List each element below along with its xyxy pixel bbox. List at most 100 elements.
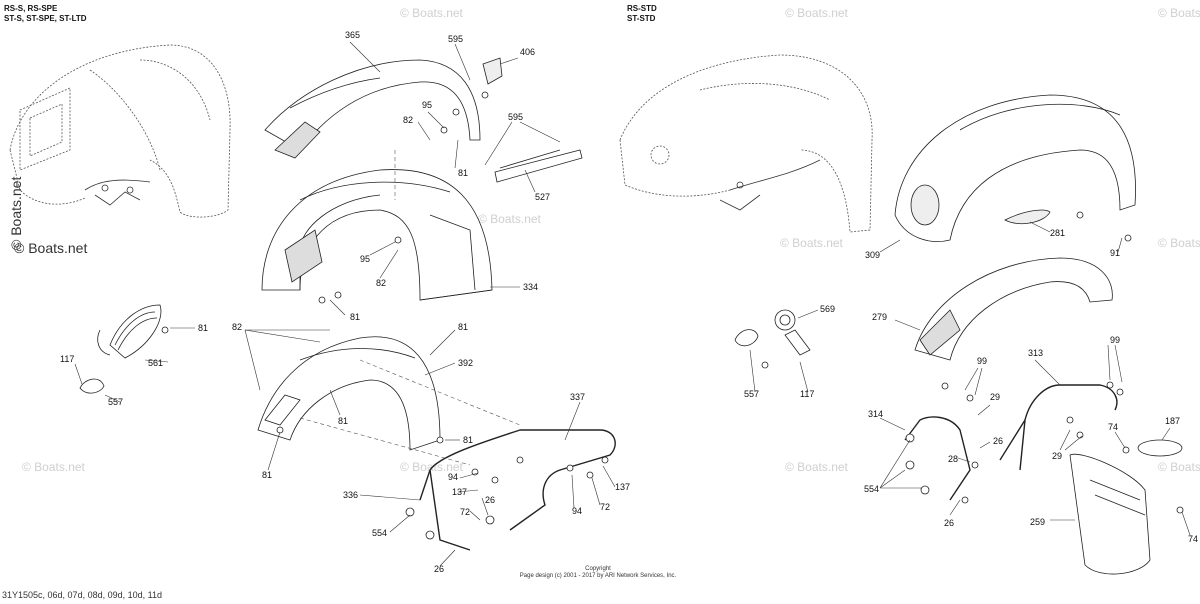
part-callout-26: 26 — [993, 436, 1003, 446]
callout-leaders — [74, 41, 1191, 567]
part-569-tail-light-right — [774, 309, 811, 356]
watermark: © Boats.net — [400, 6, 463, 20]
part-callout-554: 554 — [864, 484, 879, 494]
part-callout-81: 81 — [198, 323, 208, 333]
part-callout-74: 74 — [1108, 422, 1118, 432]
part-callout-406: 406 — [520, 47, 535, 57]
part-527-strip — [494, 149, 583, 183]
part-callout-26: 26 — [944, 518, 954, 528]
part-557-grommet-left — [79, 378, 105, 394]
variant-header-left-line2: ST-S, ST-SPE, ST-LTD — [4, 14, 87, 23]
variant-header-right: RS-STD ST-STD — [627, 4, 657, 24]
part-callout-309: 309 — [865, 250, 880, 260]
wiring-harness-right — [719, 159, 821, 211]
part-callout-561: 561 — [148, 358, 163, 368]
part-callout-72: 72 — [600, 502, 610, 512]
part-callout-569: 569 — [820, 304, 835, 314]
part-334-rear-fender — [261, 169, 493, 301]
part-259-side-panel — [1069, 453, 1151, 575]
part-callout-281: 281 — [1050, 228, 1065, 238]
part-callout-72: 72 — [460, 507, 470, 517]
part-callout-95: 95 — [360, 254, 370, 264]
part-406-reflector — [482, 57, 503, 85]
part-callout-137: 137 — [615, 482, 630, 492]
part-callout-99: 99 — [1110, 335, 1120, 345]
part-callout-279: 279 — [872, 312, 887, 322]
part-callout-74: 74 — [1188, 534, 1198, 544]
part-309-fender — [894, 94, 1136, 242]
diagram-code: 31Y1505c, 06d, 07d, 08d, 09d, 10d, 11d — [2, 590, 162, 600]
copyright-line2: Page design (c) 2001 - 2017 by ARI Netwo… — [519, 573, 677, 579]
part-callout-336: 336 — [343, 490, 358, 500]
part-callout-557: 557 — [744, 389, 759, 399]
watermark: © Boats.net — [22, 460, 85, 474]
part-callout-314: 314 — [868, 409, 883, 419]
part-callout-81: 81 — [458, 168, 468, 178]
part-callout-94: 94 — [448, 472, 458, 482]
part-callout-137: 137 — [452, 487, 467, 497]
part-callout-527: 527 — [535, 192, 550, 202]
part-337-support-rail — [419, 429, 616, 551]
variant-header-right-line2: ST-STD — [627, 14, 656, 23]
part-callout-29: 29 — [990, 392, 1000, 402]
part-557-gasket-right — [734, 329, 759, 347]
part-callout-365: 365 — [345, 30, 360, 40]
variant-header-right-line1: RS-STD — [627, 4, 657, 13]
hardware-bolts — [161, 91, 1184, 540]
fender-assembly-dotted-right — [619, 54, 873, 233]
part-callout-26: 26 — [485, 495, 495, 505]
part-callout-117: 117 — [60, 354, 74, 364]
part-392-inner-fender — [257, 336, 441, 451]
part-callout-117: 117 — [800, 389, 814, 399]
part-callout-26: 26 — [434, 564, 444, 574]
part-561-tail-light — [97, 304, 162, 359]
watermark: © Boats.net — [1158, 236, 1200, 250]
part-callout-334: 334 — [523, 282, 538, 292]
part-314-left-rail — [904, 416, 971, 501]
watermark: © Boats.net — [1158, 460, 1200, 474]
part-callout-313: 313 — [1028, 348, 1043, 358]
watermark: © Boats.net — [400, 460, 463, 474]
variant-header-left-line1: RS-S, RS-SPE — [4, 4, 58, 13]
variant-header-left: RS-S, RS-SPE ST-S, ST-SPE, ST-LTD — [4, 4, 87, 24]
part-279-inner-fender — [914, 257, 1113, 361]
part-callout-81: 81 — [338, 416, 348, 426]
wiring-harness-left — [84, 179, 151, 206]
part-365-fender-rail — [264, 59, 481, 159]
watermark: © Boats.net — [780, 236, 843, 250]
watermark: © Boats.net — [1158, 6, 1200, 20]
part-callout-81: 81 — [350, 312, 360, 322]
part-callout-337: 337 — [570, 392, 585, 402]
part-callout-81: 81 — [463, 435, 473, 445]
part-callout-595: 595 — [508, 112, 523, 122]
part-callout-82: 82 — [403, 115, 413, 125]
part-callout-81: 81 — [262, 470, 272, 480]
part-callout-259: 259 — [1030, 517, 1045, 527]
part-callout-557: 557 — [108, 397, 123, 407]
part-187-reflector — [1137, 439, 1183, 457]
part-callout-95: 95 — [422, 100, 432, 110]
part-callout-29: 29 — [1052, 451, 1062, 461]
part-callout-91: 91 — [1110, 248, 1120, 258]
fender-assembly-dotted-left — [9, 44, 231, 218]
part-callout-94: 94 — [572, 506, 582, 516]
part-callout-81: 81 — [458, 322, 468, 332]
callout-labels: 365 595 406 95 82 81 595 527 95 82 334 81 81 561 117 55… — [60, 30, 1198, 574]
alignment-lines — [299, 150, 521, 466]
part-callout-595: 595 — [448, 34, 463, 44]
part-callout-554: 554 — [372, 528, 387, 538]
watermark: © Boats.net — [14, 240, 88, 256]
part-callout-99: 99 — [977, 356, 987, 366]
part-callout-28: 28 — [948, 454, 958, 464]
part-callout-82: 82 — [376, 278, 386, 288]
part-callout-187: 187 — [1165, 416, 1180, 426]
part-callout-82: 82 — [232, 322, 242, 332]
watermark: © Boats.net — [785, 460, 848, 474]
copyright-line1: Copyright — [585, 566, 611, 572]
watermark: © Boats.net — [478, 212, 541, 226]
copyright-notice: Copyright Page design (c) 2001 - 2017 by… — [468, 566, 728, 580]
watermark: © Boats.net — [785, 6, 848, 20]
part-callout-392: 392 — [458, 358, 473, 368]
